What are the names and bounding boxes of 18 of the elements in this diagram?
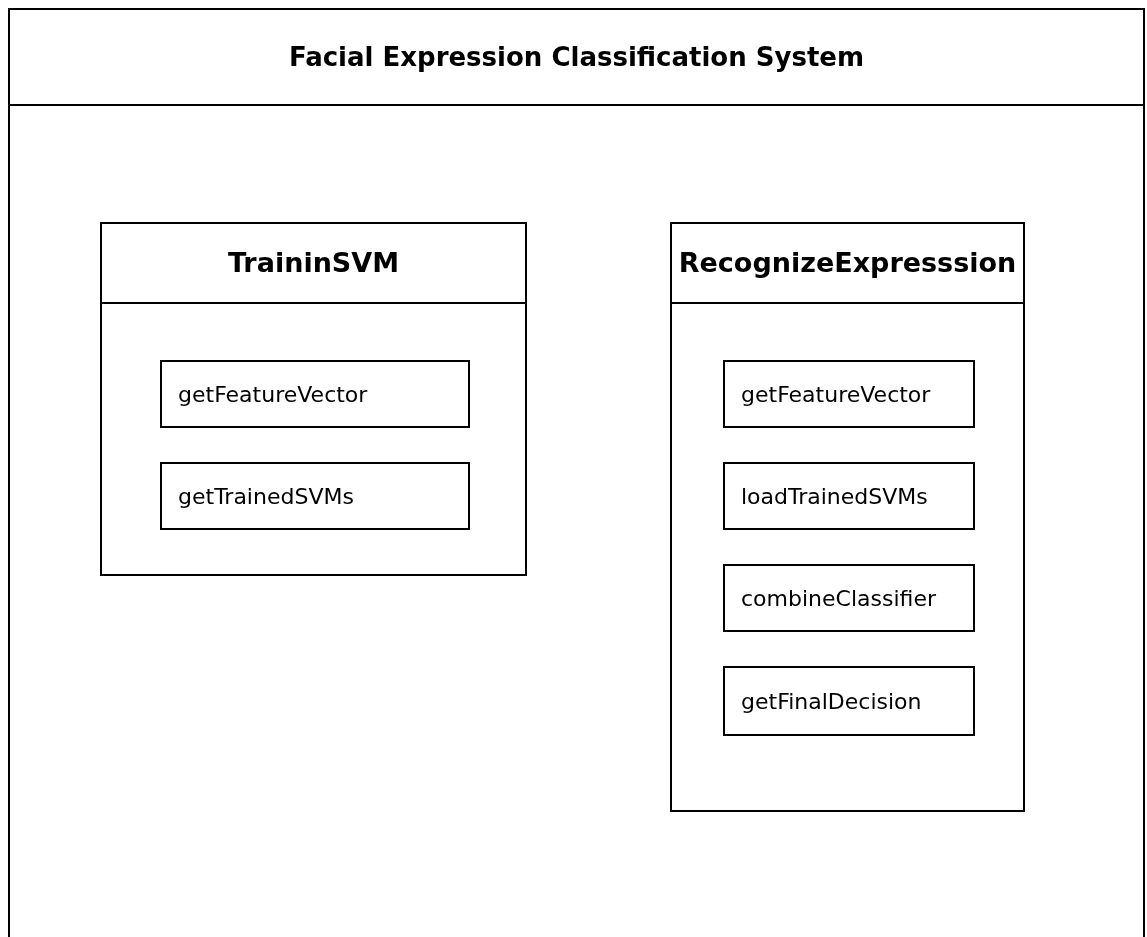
system-frame — [8, 8, 1145, 937]
component-box — [670, 222, 1025, 812]
method-name: combineClassifier — [741, 584, 936, 613]
method-name: loadTrainedSVMs — [741, 482, 928, 511]
method-box — [723, 462, 975, 530]
method-name: getFeatureVector — [741, 380, 931, 409]
method-box — [723, 666, 975, 736]
method-box — [160, 462, 470, 530]
component-box — [100, 222, 527, 576]
method-box — [723, 360, 975, 428]
box-heading: RecognizeExpresssion — [678, 245, 1017, 280]
method-name: getFinalDecision — [741, 687, 922, 716]
method-name: getTrainedSVMs — [178, 482, 354, 511]
box-heading: TraininSVM — [227, 245, 400, 280]
method-box — [160, 360, 470, 428]
method-box — [723, 564, 975, 632]
box-heading: Facial Expression Classification System — [288, 40, 865, 74]
method-name: getFeatureVector — [178, 380, 368, 409]
